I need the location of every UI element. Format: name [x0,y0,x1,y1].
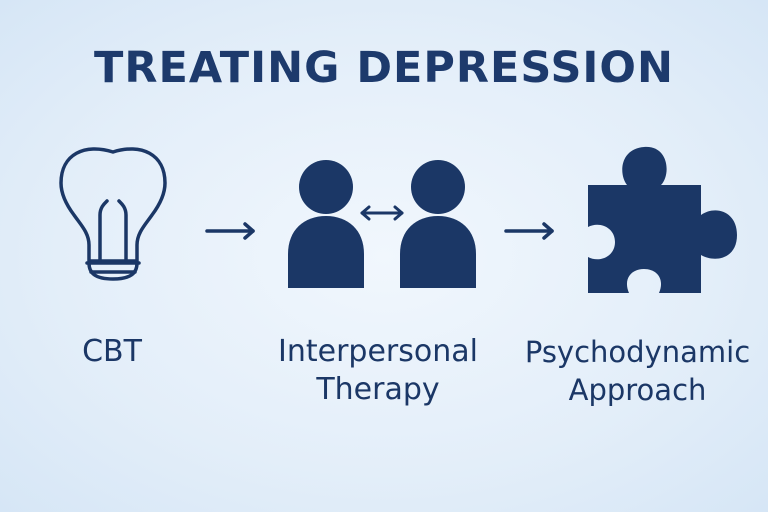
step-label-cbt: CBT [82,334,142,369]
double-arrow-icon [360,205,404,221]
step-label-psychodynamic-approach: Psychodynamic Approach [524,335,751,407]
step-label-interpersonal-therapy: Interpersonal Therapy [278,334,478,407]
puzzle-piece-icon [585,145,741,297]
arrow-right-icon [205,221,257,241]
arrow-right-icon [504,221,556,241]
lightbulb-icon [55,145,171,297]
diagram-title: TREATING DEPRESSION [94,43,674,93]
two-people-icon [286,158,480,290]
